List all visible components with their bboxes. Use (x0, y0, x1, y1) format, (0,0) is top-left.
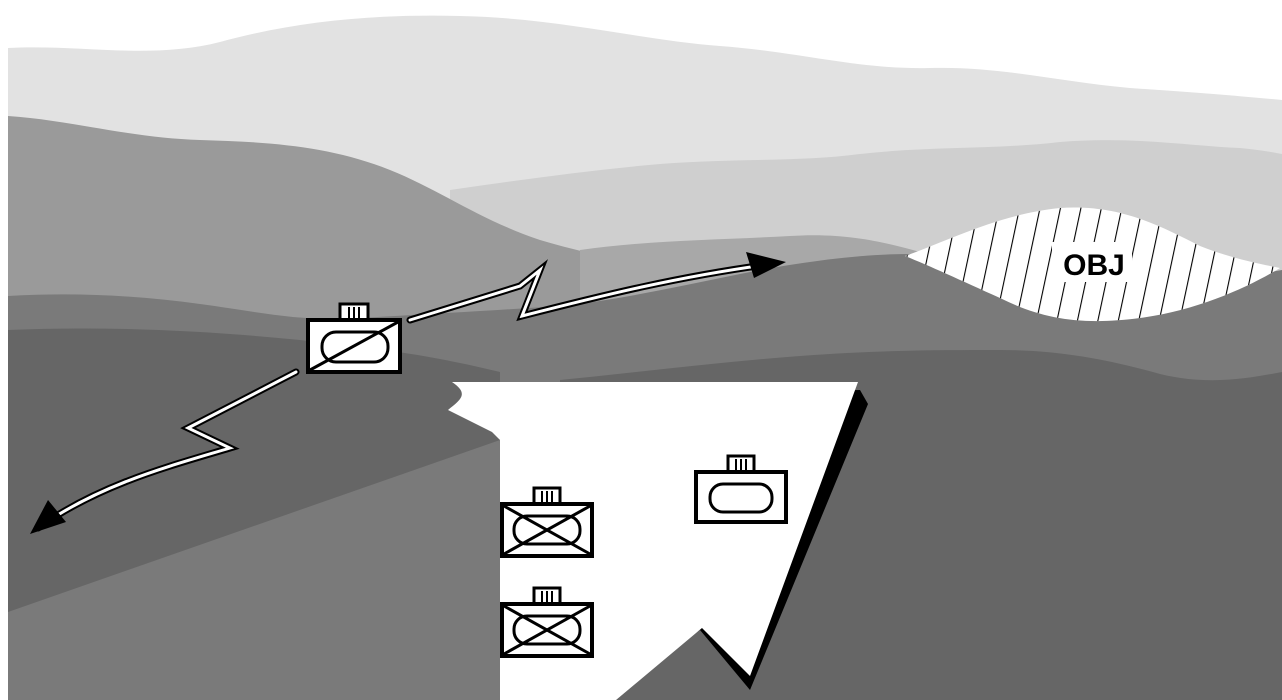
objective-label: OBJ (1063, 249, 1125, 282)
